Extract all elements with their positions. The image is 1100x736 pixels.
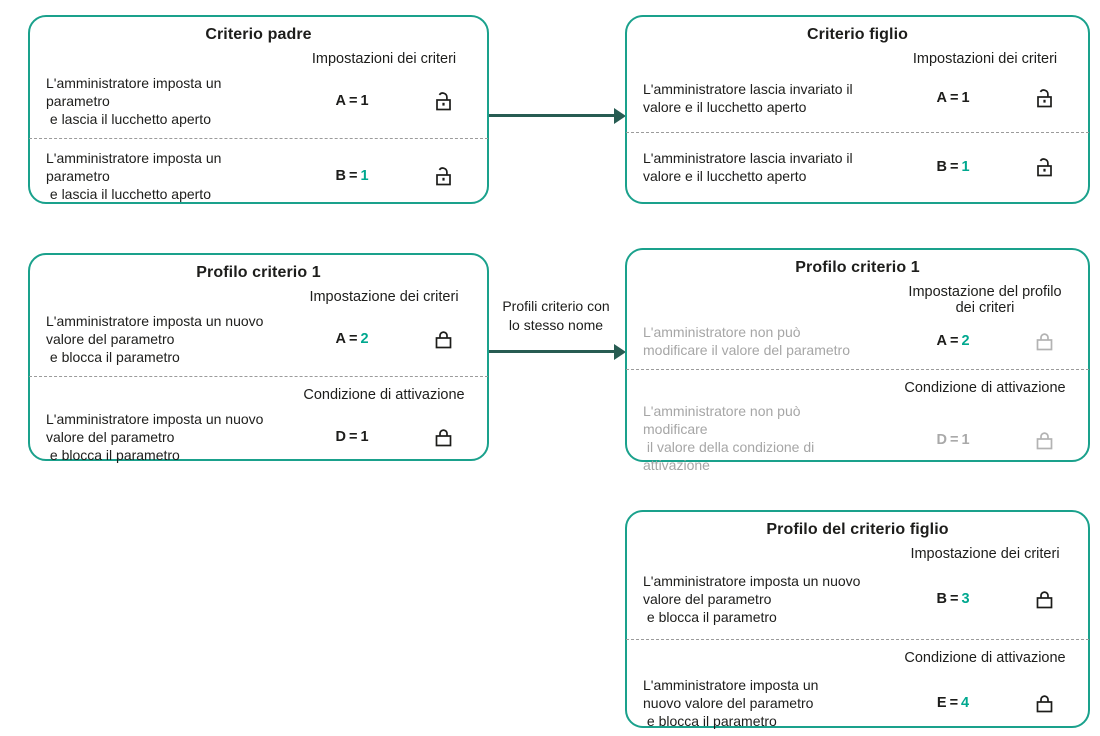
dashed-divider — [626, 132, 1089, 133]
box-title: Criterio padre — [205, 26, 312, 43]
section-label: Condizione di attivazione — [904, 650, 1066, 666]
dashed-divider — [29, 376, 488, 377]
arrow-label: Profili criterio con lo stesso nome — [502, 298, 610, 333]
open-lock-icon — [435, 166, 451, 185]
box-parent-policy: Criterio padre Impostazioni dei criteri … — [28, 15, 489, 204]
param-value: A=1 — [335, 93, 369, 109]
section-label: Impostazioni dei criteri — [311, 51, 457, 67]
param-value: B=1 — [936, 159, 970, 175]
closed-lock-icon — [1036, 590, 1052, 608]
closed-lock-icon — [435, 428, 451, 446]
dashed-divider — [29, 138, 488, 139]
box-title: Profilo criterio 1 — [795, 259, 920, 276]
section-label: Impostazione del profilo dei criteri — [908, 284, 1062, 316]
row-description: L'amministratore imposta un nuovo valore… — [46, 411, 264, 463]
dashed-divider — [626, 639, 1089, 640]
row-description: L'amministratore imposta un parametro e … — [46, 75, 222, 127]
param-value: B=1 — [335, 168, 369, 184]
param-value: A=1 — [936, 90, 970, 106]
closed-lock-icon — [1036, 431, 1052, 449]
box-title: Criterio figlio — [806, 26, 909, 43]
open-lock-icon — [1036, 157, 1052, 176]
closed-lock-icon — [1036, 694, 1052, 712]
row-description: L'amministratore imposta un nuovo valore… — [643, 573, 861, 625]
row-description: L'amministratore lascia invariato il val… — [643, 81, 853, 115]
param-value: A=2 — [335, 331, 369, 347]
param-value: D=1 — [335, 429, 369, 445]
box-title: Profilo del criterio figlio — [766, 521, 949, 538]
row-description: L'amministratore non può modificare il v… — [643, 403, 815, 473]
row-description: L'amministratore lascia invariato il val… — [643, 150, 853, 184]
section-label: Impostazione dei criteri — [309, 289, 459, 305]
box-policy-profile-1: Profilo criterio 1 Impostazione dei crit… — [28, 253, 489, 463]
section-label: Condizione di attivazione — [904, 380, 1066, 396]
box-policy-profile-1-applied: Profilo criterio 1 Impostazione del prof… — [625, 248, 1090, 473]
dashed-divider — [626, 369, 1089, 370]
box-child-policy: Criterio figlio Impostazioni dei criteri… — [625, 15, 1090, 204]
box-title: Profilo criterio 1 — [196, 264, 321, 281]
param-value: E=4 — [936, 695, 970, 711]
param-value: B=3 — [936, 591, 970, 607]
row-description: L'amministratore non può modificare il v… — [643, 324, 850, 358]
row-description: L'amministratore imposta un nuovo valore… — [46, 313, 264, 365]
section-label: Impostazioni dei criteri — [912, 51, 1058, 67]
section-label: Condizione di attivazione — [303, 387, 465, 403]
box-child-policy-profile: Profilo del criterio figlio Impostazione… — [625, 510, 1090, 729]
closed-lock-icon — [435, 330, 451, 348]
open-lock-icon — [435, 91, 451, 110]
closed-lock-icon — [1036, 332, 1052, 350]
arrow-parent-to-child — [489, 107, 626, 124]
section-label: Impostazione dei criteri — [910, 546, 1060, 562]
row-description: L'amministratore imposta un nuovo valore… — [643, 677, 819, 729]
param-value: D=1 — [936, 432, 970, 448]
row-description: L'amministratore imposta un parametro e … — [46, 150, 222, 202]
param-value: A=2 — [936, 333, 970, 349]
arrow-profile-to-profile — [489, 343, 626, 360]
open-lock-icon — [1036, 88, 1052, 107]
